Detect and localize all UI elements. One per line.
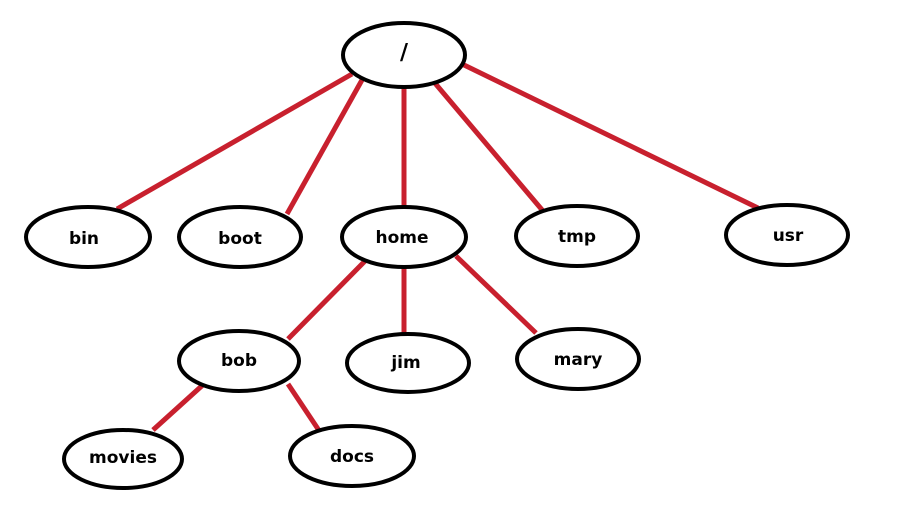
node-tmp-ellipse <box>514 204 640 268</box>
node-mary-ellipse <box>515 327 641 391</box>
node-boot-label: boot <box>218 229 262 249</box>
node-jim-label: jim <box>390 353 420 373</box>
edge-bob-movies <box>151 381 207 432</box>
tree-nodes: / bin boot home tmp usr bob jim <box>24 21 850 490</box>
node-usr-label: usr <box>773 226 804 246</box>
node-movies-label: movies <box>89 448 157 468</box>
node-bin-label: bin <box>69 229 99 249</box>
edge-root-boot <box>284 78 365 216</box>
node-usr: usr <box>724 203 850 267</box>
node-bob: bob <box>177 329 301 393</box>
edge-home-mary <box>454 254 538 335</box>
node-root-ellipse <box>341 21 467 89</box>
node-tmp: tmp <box>514 204 640 268</box>
node-movies-ellipse <box>62 428 184 490</box>
node-usr-ellipse <box>724 203 850 267</box>
node-home: home <box>340 205 468 269</box>
node-home-label: home <box>375 228 428 248</box>
node-root: / <box>341 21 467 89</box>
node-jim: jim <box>345 332 471 394</box>
node-movies: movies <box>62 428 184 490</box>
node-jim-ellipse <box>345 332 471 394</box>
node-bin-ellipse <box>24 205 152 269</box>
edge-bob-docs <box>285 382 323 434</box>
node-boot: boot <box>177 205 303 269</box>
node-home-ellipse <box>340 205 468 269</box>
node-mary-label: mary <box>554 350 603 370</box>
node-bob-ellipse <box>177 329 301 393</box>
node-tmp-label: tmp <box>558 227 596 247</box>
tree-edges <box>115 61 760 434</box>
node-docs: docs <box>288 424 416 488</box>
edge-root-usr <box>460 61 760 211</box>
edge-root-tmp <box>432 80 545 213</box>
node-bob-label: bob <box>221 351 257 371</box>
node-boot-ellipse <box>177 205 303 269</box>
node-docs-label: docs <box>330 447 374 467</box>
node-mary: mary <box>515 327 641 391</box>
edge-root-bin <box>115 71 354 212</box>
node-docs-ellipse <box>288 424 416 488</box>
edge-home-bob <box>286 258 368 341</box>
node-bin: bin <box>24 205 152 269</box>
node-root-label: / <box>400 41 409 66</box>
